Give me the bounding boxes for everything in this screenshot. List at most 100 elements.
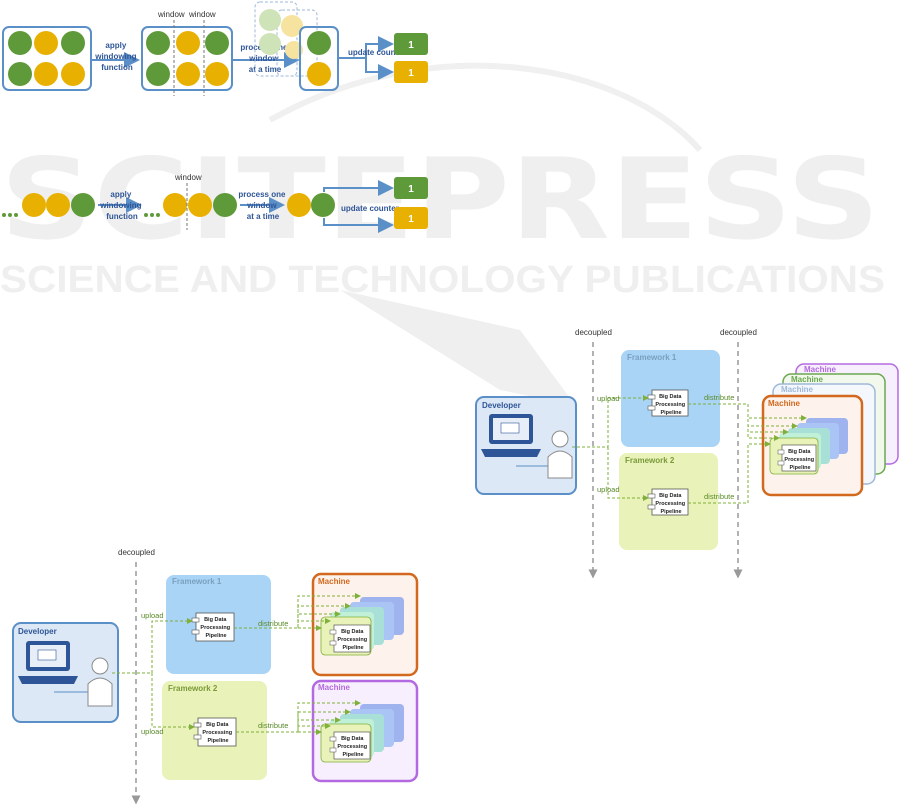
flow1-floating-window: [254, 1, 298, 77]
flow1-event-green: [61, 31, 85, 55]
flow2-stream-dot: [156, 213, 160, 217]
svg-text:Big Data Processing: Big Data Processing Pipeline: [200, 617, 231, 639]
flow1-event-green: [8, 31, 32, 55]
developer-label: Developer: [18, 627, 57, 636]
framework2-label: Framework 2: [625, 456, 675, 465]
distribute-label: distribute: [258, 619, 288, 628]
upload-label: upload: [141, 611, 164, 620]
upload-label: upload: [597, 485, 620, 494]
flow1-window-label: window: [157, 10, 185, 19]
decoupled-label: decoupled: [575, 328, 612, 337]
machine-label: Machine: [768, 399, 801, 408]
flow1-event-yellow: [34, 62, 58, 86]
flow1-windowed-box: [141, 26, 233, 91]
flow2-event-green: [311, 193, 335, 217]
flow2-event-yellow: [188, 193, 212, 217]
flow2-event-yellow: [287, 193, 311, 217]
flow2-event-yellow: [163, 193, 187, 217]
flow1-event-green: [205, 31, 229, 55]
flow1-step3-label: update counter: [348, 48, 406, 57]
watermark-logo: SCITEPRESS: [0, 135, 880, 265]
upload-label: upload: [597, 394, 620, 403]
svg-text:Big Data Processing: Big Data Processing Pipeline: [337, 629, 368, 651]
framework1-label: Framework 1: [627, 353, 677, 362]
diagram-right: decoupled decoupled Developer Framework …: [475, 328, 899, 579]
flow1-counter-green-value: 1: [408, 40, 414, 51]
flow1-event-green: [8, 62, 32, 86]
distribute-label: distribute: [704, 393, 734, 402]
flow1-faded-event: [281, 15, 303, 37]
flow1-source-box: [2, 26, 92, 91]
machine-label: Machine: [791, 375, 824, 384]
distribute-label: distribute: [258, 721, 288, 730]
pipeline-component: Big Data Processing Pipeline: [193, 717, 237, 747]
flow1-event-yellow: [205, 62, 229, 86]
flow2-counter-yellow-value: 1: [408, 214, 414, 225]
flow1-faded-event: [259, 9, 281, 31]
watermark: SCITEPRESS SCIENCE AND TECHNOLOGY PUBLIC…: [0, 62, 885, 405]
upload-arrow: [607, 447, 649, 501]
flow2-arrow: [323, 180, 394, 196]
flow1-arrow: [338, 36, 394, 59]
flow2-stream-dot: [144, 213, 148, 217]
flow1-event-green: [146, 62, 170, 86]
flow1-event-yellow: [176, 31, 200, 55]
upload-label: upload: [141, 727, 164, 736]
upload-arrow: [151, 673, 195, 730]
svg-text:Big Data Processing: Big Data Processing Pipeline: [337, 736, 368, 758]
flow2-counter-yellow: [394, 207, 428, 229]
svg-text:Big Data Processing: Big Data Processing Pipeline: [655, 493, 686, 515]
laptop-icon: [481, 414, 552, 467]
svg-text:Big Data Processing: Big Data Processing Pipeline: [655, 394, 686, 416]
flow2-step2-label: process one window at a time: [238, 190, 287, 221]
distribute-arrows: [234, 593, 361, 735]
flow1-counter-yellow-value: 1: [408, 68, 414, 79]
flow2-stream-dot: [150, 213, 154, 217]
diagram-left: decoupled Developer Framework 1 Big Data…: [12, 548, 419, 805]
flow2-arrow: [323, 217, 394, 233]
flow2-step3-label: update counter: [341, 204, 399, 213]
flow1-event-green: [146, 31, 170, 55]
watermark-tagline: SCIENCE AND TECHNOLOGY PUBLICATIONS: [0, 259, 885, 301]
flow2-step1-label: apply windowing function: [99, 190, 144, 221]
framework2-label: Framework 2: [168, 684, 218, 693]
flow1-window-label: window: [188, 10, 216, 19]
pipeline-stack: Big Data Processing Pipeline: [320, 597, 404, 656]
user-icon: [87, 657, 113, 707]
framework1-label: Framework 1: [172, 577, 222, 586]
flow1-counter-green: [394, 33, 428, 55]
flow1-faded-event: [285, 41, 303, 59]
machine-label: Machine: [781, 385, 814, 394]
pipeline-component: Big Data Processing Pipeline: [191, 612, 235, 642]
machine-label: Machine: [318, 577, 351, 586]
pipeline-stack: Big Data Processing Pipeline: [769, 418, 848, 475]
flow2-stream-dot: [14, 213, 18, 217]
flow1-faded-event: [259, 33, 281, 55]
watermark-swoosh: [268, 62, 703, 152]
upload-arrow: [572, 395, 649, 448]
flow2-event-yellow: [46, 193, 70, 217]
pipeline-stack: Big Data Processing Pipeline: [320, 704, 404, 763]
svg-text:Big Data Processing: Big Data Processing Pipeline: [202, 722, 233, 744]
user-icon: [547, 430, 573, 479]
machine-label: Machine: [804, 365, 837, 374]
flow2-stream-dot: [8, 213, 12, 217]
developer-label: Developer: [482, 401, 521, 410]
flow1-event-yellow: [307, 62, 331, 86]
flow2: apply windowing function window process …: [2, 173, 428, 233]
flow2-event-green: [213, 193, 237, 217]
decoupled-label: decoupled: [720, 328, 757, 337]
flow2-window-label: window: [174, 173, 202, 182]
flow1-event-yellow: [176, 62, 200, 86]
flow1-arrow: [365, 58, 394, 80]
pipeline-component: Big Data Processing Pipeline: [647, 389, 689, 417]
distribute-arrows: [688, 403, 807, 504]
flow2-stream-dot: [2, 213, 6, 217]
flow2-counter-green-value: 1: [408, 184, 414, 195]
flow1-counter-yellow: [394, 61, 428, 83]
laptop-icon: [18, 641, 92, 693]
distribute-label: distribute: [704, 492, 734, 501]
flow2-event-green: [71, 193, 95, 217]
flow1: apply windowing function window window p…: [2, 1, 428, 96]
